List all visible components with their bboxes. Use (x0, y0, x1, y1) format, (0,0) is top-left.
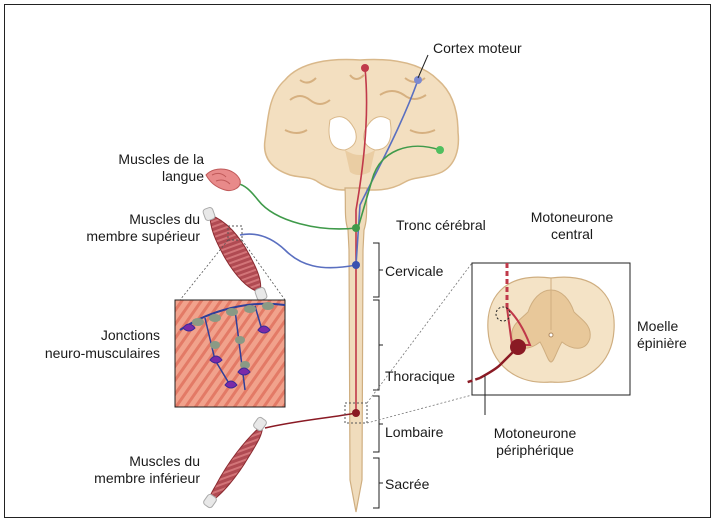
cord-section-inset (367, 263, 630, 423)
label-cervical: Cervicale (385, 263, 443, 280)
label-central-motoneuron-line2: central (520, 226, 624, 243)
label-central-motoneuron-line1: Motoneurone (520, 209, 624, 226)
label-peripheral-motoneuron-line2: périphérique (480, 442, 590, 459)
lumbar-dot (352, 409, 360, 417)
label-lower-limb-line2: membre inférieur (60, 470, 200, 487)
cortex-red-dot (361, 64, 369, 72)
label-lower-limb-line1: Muscles du (60, 453, 200, 470)
label-spinal-cord-line2: épinière (637, 335, 687, 352)
label-cortex: Cortex moteur (433, 40, 522, 57)
label-brainstem: Tronc cérébral (396, 217, 486, 234)
label-thoracic: Thoracique (385, 368, 455, 385)
cervical-dot (352, 261, 360, 269)
label-upper-limb-line2: membre supérieur (60, 228, 200, 245)
label-sacral: Sacrée (385, 476, 429, 493)
label-spinal-cord-line1: Moelle (637, 318, 678, 335)
label-nmj-line1: Jonctions (20, 327, 160, 344)
lower-limb-nerve (265, 413, 356, 428)
label-peripheral-motoneuron-line1: Motoneurone (480, 425, 590, 442)
brainstem-dot (352, 224, 360, 232)
label-upper-limb-line1: Muscles du (60, 211, 200, 228)
nmj-inset (175, 300, 285, 407)
label-tongue-line1: Muscles de la (100, 151, 204, 168)
label-nmj-line2: neuro-musculaires (20, 345, 160, 362)
label-lumbar: Lombaire (385, 424, 443, 441)
cortex-green-dot (436, 146, 444, 154)
lower-limb-muscle (202, 416, 267, 509)
upper-limb-nerve (240, 234, 356, 268)
segment-brackets (373, 243, 383, 508)
label-tongue-line2: langue (100, 168, 204, 185)
tongue-muscle (206, 169, 240, 191)
upper-limb-muscle (202, 207, 268, 302)
